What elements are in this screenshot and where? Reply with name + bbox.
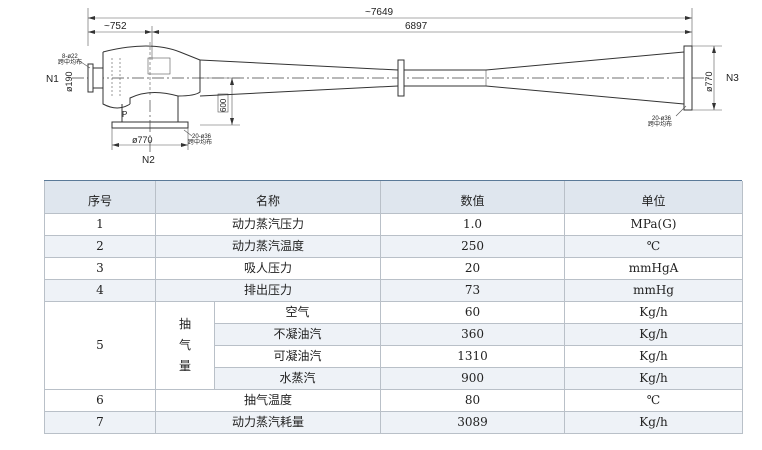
group-label-char: 量 xyxy=(178,358,191,373)
group-label-cell: 抽 气 量 xyxy=(155,300,215,390)
row-name: 吸人压力 xyxy=(154,256,382,280)
row-unit: ℃ xyxy=(564,388,744,412)
dia-n3: ø770 xyxy=(704,71,714,92)
dim-left-text: ~752 xyxy=(104,21,127,32)
row-unit: MPa(G) xyxy=(564,212,744,236)
row-no: 2 xyxy=(44,234,156,258)
row-value: 60 xyxy=(380,300,566,324)
row-value: 1.0 xyxy=(380,212,566,236)
spec-table: 序号 名称 数值 单位 1 动力蒸汽压力 1.0 MPa(G) 2 动力蒸汽温度… xyxy=(44,181,744,434)
row-no: 7 xyxy=(44,410,156,434)
table-row: 6 抽气温度 80 ℃ xyxy=(44,388,744,412)
label-n1: N1 xyxy=(46,74,59,85)
row-name: 不凝油汽 xyxy=(213,322,382,346)
note-n1-2: 跨中均布 xyxy=(58,58,82,66)
diffuser-section xyxy=(485,51,685,105)
row-value: 360 xyxy=(380,322,566,346)
row-name: 动力蒸汽温度 xyxy=(154,234,382,258)
label-p: P xyxy=(122,110,127,119)
row-value: 3089 xyxy=(380,410,566,434)
header-no: 序号 xyxy=(44,181,156,214)
table-header-row: 序号 名称 数值 单位 xyxy=(44,181,744,214)
row-no: 6 xyxy=(44,388,156,412)
row-unit: mmHg xyxy=(564,278,744,302)
table-row: 5 抽 气 量 空气 60 Kg/h xyxy=(44,300,744,390)
row-value: 73 xyxy=(380,278,566,302)
row-name: 排出压力 xyxy=(154,278,382,302)
ejector-drawing: ~7649 ~752 6897 N1 ø190 8-ø22 跨中均布 P xyxy=(46,7,739,166)
row-value: 20 xyxy=(380,256,566,280)
row-unit: Kg/h xyxy=(564,322,744,346)
dimension-600: 600 xyxy=(200,77,240,126)
table-row: 7 动力蒸汽耗量 3089 Kg/h xyxy=(44,410,744,434)
row-unit: ℃ xyxy=(564,234,744,258)
row-name: 动力蒸汽耗量 xyxy=(154,410,382,434)
nozzle-n2: P ø770 N2 20-ø36 跨中均布 xyxy=(111,96,212,166)
row-unit: mmHgA xyxy=(564,256,744,280)
row-name: 空气 xyxy=(213,300,382,324)
row-name: 抽气温度 xyxy=(154,388,382,412)
row-no: 1 xyxy=(44,212,156,236)
header-unit: 单位 xyxy=(564,181,744,214)
table-row: 4 排出压力 73 mmHg xyxy=(44,278,744,302)
suction-chamber xyxy=(102,42,201,109)
row-no: 5 xyxy=(44,300,156,390)
row-value: 1310 xyxy=(380,344,566,368)
row-name: 动力蒸汽压力 xyxy=(154,212,382,236)
note-n2-1: 20-ø36 xyxy=(192,134,212,140)
header-name: 名称 xyxy=(154,181,382,214)
row-unit: Kg/h xyxy=(564,410,744,434)
row-no: 3 xyxy=(44,256,156,280)
table-row: 1 动力蒸汽压力 1.0 MPa(G) xyxy=(44,212,744,236)
table-row: 3 吸人压力 20 mmHgA xyxy=(44,256,744,280)
label-n2: N2 xyxy=(142,155,155,166)
note-n1-1: 8-ø22 xyxy=(62,54,78,60)
table-row: 水蒸汽 900 Kg/h xyxy=(45,366,744,390)
row-value: 250 xyxy=(380,234,566,258)
row-unit: Kg/h xyxy=(564,344,744,368)
dimension-sub: ~752 6897 xyxy=(88,21,692,60)
header-value: 数值 xyxy=(380,181,566,214)
table-row: 2 动力蒸汽温度 250 ℃ xyxy=(44,234,744,258)
group-label-char: 抽 xyxy=(178,316,191,331)
row-unit: Kg/h xyxy=(564,300,744,324)
group-label-char: 气 xyxy=(178,337,191,352)
note-n3-2: 跨中均布 xyxy=(648,120,672,128)
dim-main-text: 6897 xyxy=(405,21,428,32)
row-value: 900 xyxy=(380,366,566,390)
dimension-overall: ~7649 xyxy=(87,7,693,46)
dia-n2: ø770 xyxy=(132,135,153,145)
note-n3-1: 20-ø36 xyxy=(652,116,672,122)
label-n3: N3 xyxy=(726,73,739,84)
height-600: 600 xyxy=(219,98,228,112)
row-name: 可凝油汽 xyxy=(213,344,382,368)
row-no: 4 xyxy=(44,278,156,302)
row-unit: Kg/h xyxy=(564,366,744,390)
nozzle-n3: ø770 N3 20-ø36 跨中均布 xyxy=(648,45,739,128)
nozzle-n1: N1 ø190 8-ø22 跨中均布 xyxy=(46,54,104,93)
dia-n1: ø190 xyxy=(64,71,74,92)
table-row: 不凝油汽 360 Kg/h xyxy=(45,322,744,346)
throat-section xyxy=(404,69,487,87)
dim-overall-text: ~7649 xyxy=(365,7,394,18)
middle-flange xyxy=(397,59,405,97)
note-n2-2: 跨中均布 xyxy=(188,138,212,146)
row-value: 80 xyxy=(380,388,566,412)
converging-section xyxy=(199,59,399,97)
row-name: 水蒸汽 xyxy=(213,366,382,390)
